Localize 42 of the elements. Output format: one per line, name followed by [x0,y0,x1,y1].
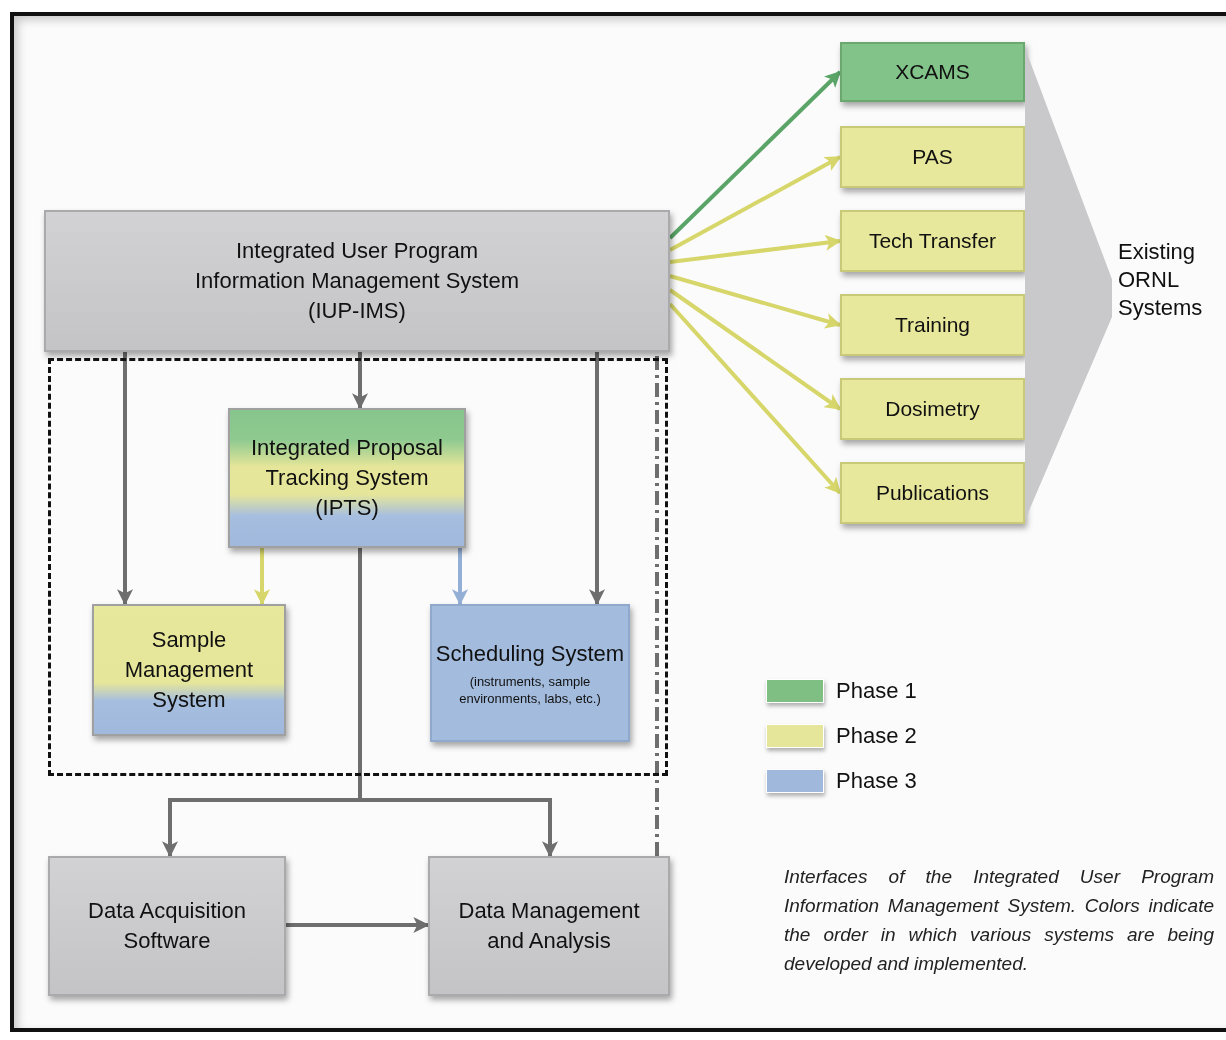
box-title: XCAMS [895,59,970,85]
bracket-shape [1025,48,1112,520]
box-title: Publications [875,480,990,506]
box-title: Dosimetry [885,396,980,422]
box-note: (instruments, sample environments, labs, etc.) [458,673,602,707]
caption: Interfaces of the Integrated User Program Information Management System. Colors indicate the order in which various systems are being developed and implemented. [784,865,1214,976]
process-box [840,126,1025,188]
arrow [669,234,842,264]
box-title: Data Acquisition Software [87,897,247,955]
group-label: Existing ORNL Systems [1118,238,1204,322]
arrow [669,274,842,329]
process-box [48,856,286,996]
dashed-group-boundary [48,358,668,776]
legend-label: Phase 2 [836,722,917,750]
process-box [840,210,1025,272]
process-box [44,210,670,352]
process-box [840,378,1025,440]
process-box [840,294,1025,356]
arrow [669,155,842,252]
box-title: Sample Management System [123,626,255,714]
process-box [428,856,670,996]
box-title: Integrated Proposal Tracking System (IPTS) [250,434,444,522]
arrow [358,548,558,858]
arrow [254,548,270,606]
legend-label: Phase 3 [836,767,917,795]
process-box [92,604,286,736]
legend-label: Phase 1 [836,677,917,705]
process-box [430,604,630,742]
arrow [286,917,430,933]
process-box [228,408,466,548]
box-title: Integrated User Program Information Management System (IUP-IMS) [193,237,520,325]
box-title: PAS [912,144,953,170]
box-title: Tech Transfer [868,228,997,254]
arrow [117,352,133,606]
box-title: Scheduling System [435,640,625,668]
box-title: Data Management and Analysis [457,897,641,955]
box-title: Training [894,312,971,338]
process-box [840,42,1025,102]
arrow [589,352,605,606]
arrow [452,548,468,606]
arrow [352,352,368,410]
process-box [840,462,1025,524]
